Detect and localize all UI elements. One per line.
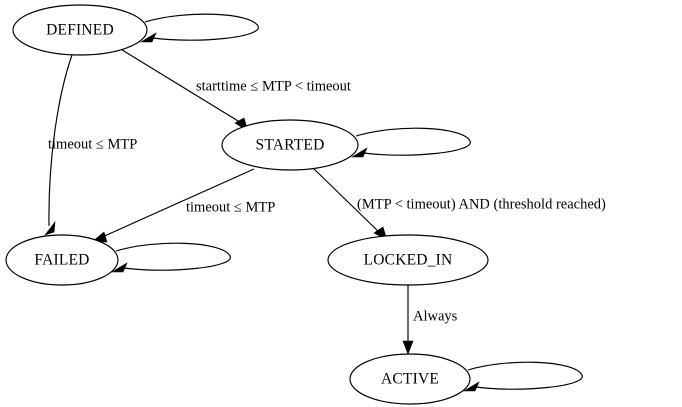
node-ellipse[interactable] bbox=[12, 4, 148, 56]
edge-defined-to-started: starttime ≤ MTP < timeout bbox=[118, 47, 351, 132]
edge-defined-to-failed: timeout ≤ MTP bbox=[44, 54, 137, 236]
arrowhead-icon bbox=[139, 32, 157, 43]
edge-started-to-locked_in: (MTP < timeout) AND (threshold reached) bbox=[312, 167, 606, 241]
edge-started-to-started bbox=[350, 127, 471, 158]
node-label: LOCKED_IN bbox=[364, 252, 453, 269]
state-node-active[interactable]: ACTIVE bbox=[349, 353, 471, 405]
edge-line bbox=[99, 168, 255, 239]
edge-label: (MTP < timeout) AND (threshold reached) bbox=[357, 196, 606, 212]
node-ellipse[interactable] bbox=[221, 119, 359, 171]
arrowhead-icon bbox=[350, 147, 368, 158]
state-node-locked_in[interactable]: LOCKED_IN bbox=[327, 234, 489, 286]
edges-layer: starttime ≤ MTP < timeout timeout ≤ MTP ti… bbox=[44, 13, 606, 392]
arrowhead-icon bbox=[462, 381, 480, 392]
node-label: STARTED bbox=[256, 137, 325, 154]
edge-line bbox=[467, 361, 583, 390]
node-label: DEFINED bbox=[46, 22, 114, 39]
node-ellipse[interactable] bbox=[5, 234, 119, 286]
edge-line bbox=[355, 127, 471, 156]
edge-line bbox=[48, 54, 73, 227]
state-node-defined[interactable]: DEFINED bbox=[12, 4, 148, 56]
edge-failed-to-failed bbox=[110, 242, 231, 273]
state-node-failed[interactable]: FAILED bbox=[5, 234, 119, 286]
edge-label: timeout ≤ MTP bbox=[186, 199, 275, 215]
edge-label: Always bbox=[413, 308, 458, 324]
arrowhead-icon bbox=[110, 262, 128, 273]
edge-label: timeout ≤ MTP bbox=[48, 136, 137, 152]
edge-line bbox=[144, 13, 259, 41]
nodes-layer: DEFINED STARTED FAILED LOCKED_IN ACTIVE bbox=[5, 4, 489, 405]
node-ellipse[interactable] bbox=[327, 234, 489, 286]
arrowhead-icon bbox=[402, 340, 414, 355]
edge-line bbox=[118, 47, 244, 125]
arrowhead-icon bbox=[44, 220, 56, 236]
edge-locked_in-to-active: Always bbox=[402, 285, 458, 355]
edge-line bbox=[312, 167, 382, 235]
node-label: FAILED bbox=[34, 252, 89, 269]
edge-line bbox=[115, 242, 231, 271]
edge-label: starttime ≤ MTP < timeout bbox=[196, 78, 351, 94]
edge-active-to-active bbox=[462, 361, 583, 392]
edge-defined-to-defined bbox=[139, 13, 259, 43]
edge-started-to-failed: timeout ≤ MTP bbox=[91, 168, 275, 243]
node-label: ACTIVE bbox=[381, 371, 439, 388]
state-node-started[interactable]: STARTED bbox=[221, 119, 359, 171]
node-ellipse[interactable] bbox=[349, 353, 471, 405]
